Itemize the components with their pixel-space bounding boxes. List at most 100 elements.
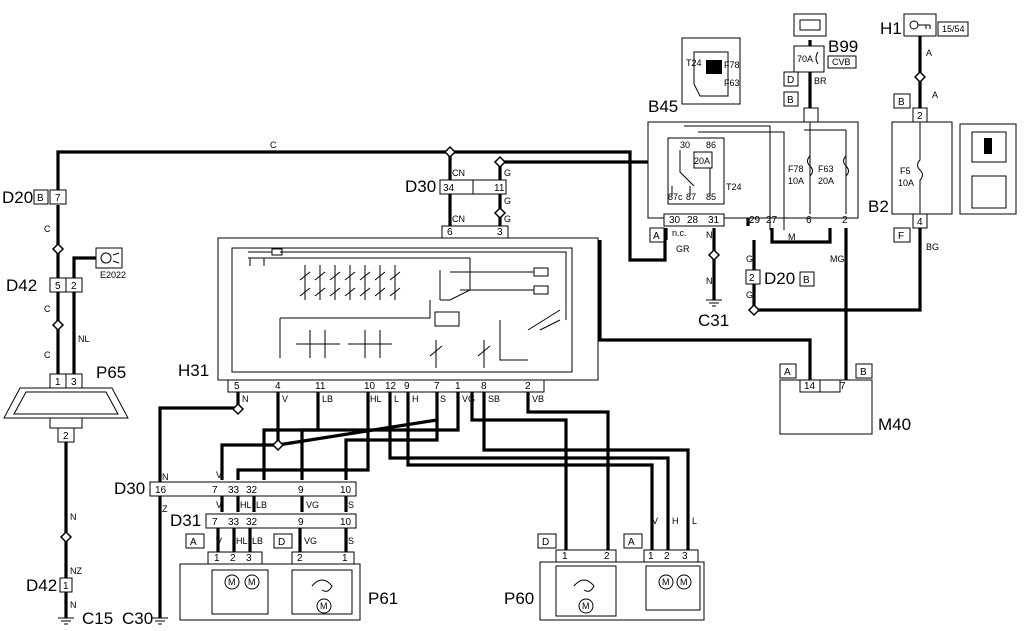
svg-text:9: 9 bbox=[298, 485, 304, 496]
wire-labels: C C C C NL N NZ N CN CN G G G BR A A GR … bbox=[44, 48, 939, 610]
svg-text:VG: VG bbox=[462, 394, 475, 404]
svg-text:2: 2 bbox=[71, 281, 77, 292]
wire-h bbox=[406, 392, 654, 550]
svg-text:20A: 20A bbox=[818, 176, 834, 186]
wire-n-c30 bbox=[158, 392, 240, 618]
svg-text:B: B bbox=[787, 95, 794, 106]
svg-text:V: V bbox=[216, 500, 222, 510]
component-labels: D20 D42 P65 D42 C15 C30 H31 D30 D30 D31 … bbox=[2, 19, 911, 628]
wire-lb bbox=[300, 392, 320, 480]
svg-text:M: M bbox=[662, 577, 670, 587]
label-d20-left: D20 bbox=[2, 188, 33, 207]
h1-ignition: 15/54 bbox=[903, 13, 969, 37]
svg-text:F78: F78 bbox=[788, 164, 804, 174]
svg-text:T24: T24 bbox=[686, 58, 702, 68]
svg-text:10A: 10A bbox=[788, 176, 804, 186]
svg-text:4: 4 bbox=[275, 381, 281, 392]
svg-text:2: 2 bbox=[917, 111, 923, 122]
svg-text:H: H bbox=[412, 394, 419, 404]
wire-vb bbox=[526, 392, 610, 550]
svg-text:8: 8 bbox=[481, 381, 487, 392]
splice-8 bbox=[271, 438, 285, 452]
b2-inset bbox=[959, 123, 1017, 215]
splice-1 bbox=[51, 242, 65, 256]
label-c30: C30 bbox=[122, 609, 153, 628]
wire-sb bbox=[482, 392, 690, 550]
wire-c-top bbox=[56, 150, 667, 262]
label-b2: B2 bbox=[868, 197, 889, 216]
h31-module: 6 3 5 4 11 10 12 9 7 1 8 2 bbox=[217, 225, 599, 393]
svg-text:M: M bbox=[228, 577, 236, 587]
svg-text:A: A bbox=[653, 231, 660, 242]
svg-text:N: N bbox=[70, 600, 77, 610]
svg-text:H: H bbox=[672, 516, 679, 526]
svg-text:D: D bbox=[542, 537, 549, 548]
svg-text:5: 5 bbox=[55, 281, 61, 292]
svg-text:B: B bbox=[803, 275, 810, 286]
svg-text:n.c.: n.c. bbox=[672, 228, 687, 238]
svg-text:27: 27 bbox=[766, 215, 778, 226]
splice-diamonds bbox=[51, 70, 927, 544]
svg-text:B: B bbox=[898, 97, 905, 108]
d30-bottom-connector bbox=[149, 481, 357, 497]
svg-text:G: G bbox=[504, 214, 511, 224]
wire-e2022 bbox=[72, 256, 96, 278]
svg-text:F78: F78 bbox=[724, 60, 740, 70]
svg-text:15/54: 15/54 bbox=[942, 24, 965, 34]
label-h1: H1 bbox=[880, 19, 902, 38]
label-d30-bottom: D30 bbox=[114, 479, 145, 498]
svg-text:A: A bbox=[932, 90, 938, 100]
svg-text:V: V bbox=[652, 516, 658, 526]
svg-text:16: 16 bbox=[155, 485, 167, 496]
svg-text:14: 14 bbox=[804, 381, 816, 392]
label-d42-a: D42 bbox=[6, 276, 37, 295]
svg-text:BG: BG bbox=[926, 242, 939, 252]
svg-text:C: C bbox=[270, 140, 277, 150]
svg-text:32: 32 bbox=[246, 517, 258, 528]
wire-m bbox=[770, 228, 832, 244]
label-p60: P60 bbox=[504, 589, 534, 608]
label-p65: P65 bbox=[96, 363, 126, 382]
svg-text:L: L bbox=[692, 516, 697, 526]
svg-text:G: G bbox=[504, 168, 511, 178]
svg-text:GR: GR bbox=[676, 244, 690, 254]
svg-text:3: 3 bbox=[497, 227, 503, 238]
svg-text:1: 1 bbox=[648, 551, 654, 562]
svg-text:M: M bbox=[680, 577, 688, 587]
svg-text:G: G bbox=[504, 196, 511, 206]
wire-vg bbox=[262, 392, 460, 480]
splice-9 bbox=[707, 248, 721, 262]
svg-text:87c: 87c bbox=[668, 192, 683, 202]
e2022-symbol bbox=[95, 247, 123, 269]
svg-text:M: M bbox=[788, 232, 796, 242]
svg-text:SB: SB bbox=[488, 394, 500, 404]
d20-pin-7: 7 bbox=[55, 193, 61, 204]
svg-text:32: 32 bbox=[246, 485, 258, 496]
connectors: 7 B 5 2 1 3 2 1 34 11 16 7 33 32 9 10 7 … bbox=[33, 179, 873, 593]
svg-text:CN: CN bbox=[452, 168, 465, 178]
svg-text:HL: HL bbox=[236, 536, 248, 546]
p60-device: M M M bbox=[539, 561, 705, 621]
svg-text:NZ: NZ bbox=[70, 566, 82, 576]
svg-text:A: A bbox=[190, 537, 197, 548]
d20-left-pin bbox=[49, 189, 67, 205]
svg-text:N: N bbox=[706, 276, 713, 286]
svg-text:V: V bbox=[216, 536, 222, 546]
svg-text:2: 2 bbox=[604, 551, 610, 562]
svg-text:C: C bbox=[44, 304, 51, 314]
label-c31: C31 bbox=[698, 311, 729, 330]
label-e2022: E2022 bbox=[100, 270, 126, 280]
svg-text:CVB: CVB bbox=[832, 57, 851, 67]
label-m40: M40 bbox=[878, 415, 911, 434]
svg-text:S: S bbox=[348, 536, 354, 546]
splice-6 bbox=[59, 530, 73, 544]
svg-text:VG: VG bbox=[306, 500, 319, 510]
svg-text:85: 85 bbox=[706, 192, 716, 202]
svg-text:7: 7 bbox=[434, 381, 440, 392]
d42-bottom-pin bbox=[59, 577, 73, 593]
svg-text:7: 7 bbox=[212, 517, 218, 528]
svg-text:N: N bbox=[70, 512, 77, 522]
svg-text:F: F bbox=[898, 231, 904, 242]
label-c15: C15 bbox=[82, 609, 113, 628]
